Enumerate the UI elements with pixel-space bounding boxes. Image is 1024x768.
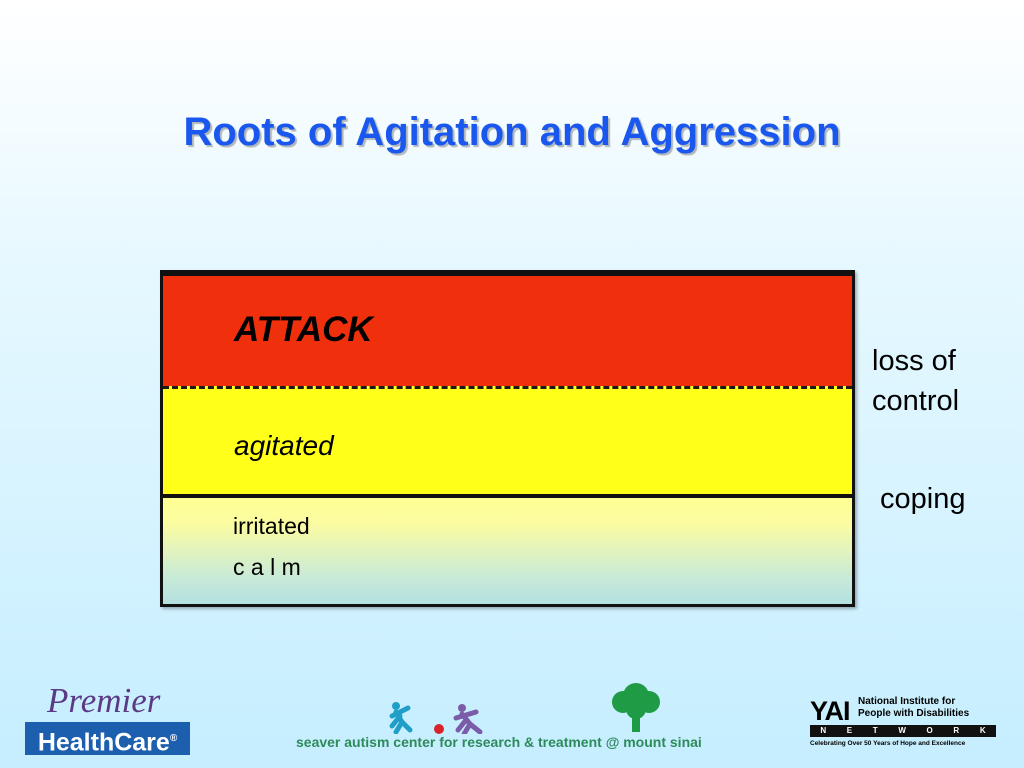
yai-name: National Institute for People with Disab…	[858, 696, 998, 720]
network-letter: K	[979, 726, 986, 735]
network-letter: W	[898, 726, 906, 735]
loss-of-control-line2: control	[872, 385, 960, 417]
network-letter: O	[926, 726, 933, 735]
healthcare-box: HealthCare®	[25, 722, 190, 757]
calm-label: c a l m	[233, 554, 301, 580]
yai-tagline: Celebrating Over 50 Years of Hope and Ex…	[810, 740, 966, 747]
calm-band: irritated c a l m	[163, 498, 852, 604]
attack-label: ATTACK	[234, 310, 373, 349]
yai-name-line2: People with Disabilities	[858, 708, 970, 719]
network-letter: R	[953, 726, 960, 735]
tree-icon	[612, 683, 660, 732]
network-letter: N	[820, 726, 827, 735]
premier-script: Premier	[47, 681, 161, 720]
seaver-figures-icon	[389, 683, 660, 737]
yai-name-line1: National Institute for	[858, 696, 956, 707]
network-bar: N E T W O R K	[810, 725, 996, 737]
loss-of-control-line1: loss of	[872, 345, 956, 377]
agitation-diagram: ATTACK agitated irritated c a l m	[160, 270, 855, 607]
yai-network-logo: YAI National Institute for People with D…	[808, 694, 998, 754]
seaver-text: seaver autism center for research & trea…	[296, 734, 702, 750]
loss-of-control-label: loss of control	[872, 341, 959, 421]
registered-mark: ®	[169, 733, 178, 744]
red-dot-icon	[434, 724, 444, 734]
irritated-label: irritated	[233, 513, 310, 539]
network-letter: T	[872, 726, 878, 735]
page-title: Roots of Agitation and Aggression	[183, 110, 841, 154]
healthcare-text: HealthCare	[37, 728, 170, 757]
teal-figure-icon	[389, 702, 413, 735]
coping-label: coping	[880, 483, 966, 515]
agitated-band: agitated	[163, 386, 852, 494]
yai-mark: YAI	[810, 696, 851, 726]
network-letter: E	[846, 726, 853, 735]
attack-band: ATTACK	[163, 276, 852, 386]
agitated-label: agitated	[234, 430, 334, 461]
seaver-autism-center-logo: seaver autism center for research & trea…	[296, 676, 736, 756]
purple-figure-icon	[453, 704, 483, 737]
premier-healthcare-logo: Premier HealthCare®	[25, 681, 195, 757]
